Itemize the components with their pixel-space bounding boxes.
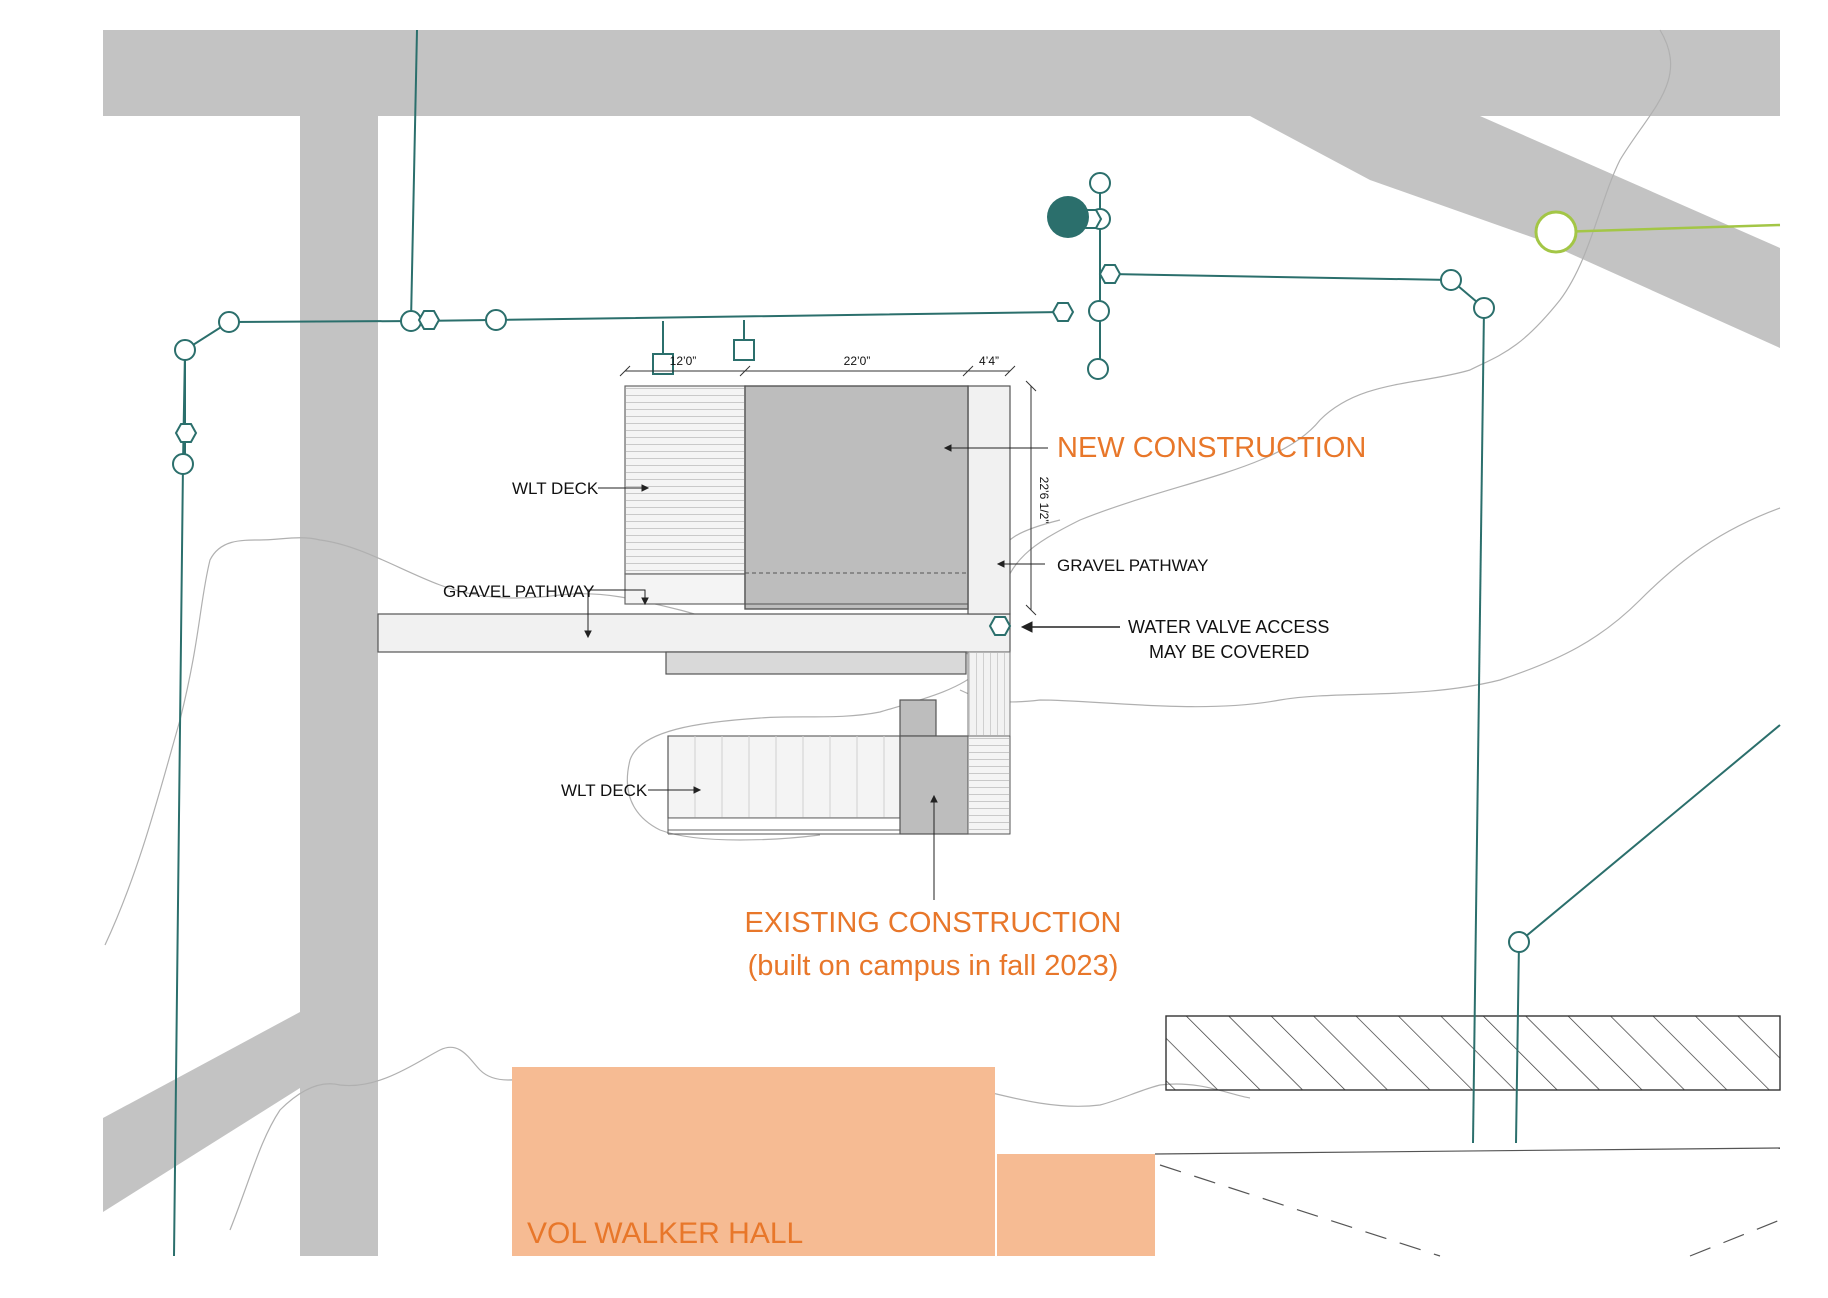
arrowhead [930,794,938,803]
gravel-pathway-vertical [967,385,1011,615]
utility-line [410,29,418,322]
manhole-node [1089,172,1111,194]
arrowhead [641,484,650,492]
arrowhead [996,560,1005,568]
dimension-tick [1025,604,1037,616]
site-edge-lines [1154,1147,1781,1257]
dimension-tick [1025,380,1037,392]
hall-main-block [512,1067,995,1256]
road-diagonal-top-right [1250,116,1780,348]
manhole-node [1087,358,1109,380]
manhole-node [1473,297,1495,319]
wlt-deck-lower-boards [694,736,885,818]
new-building [744,385,969,610]
pathway-strip [665,651,967,675]
manhole-node [1088,300,1110,322]
road-diagonal-bottom-left [103,1012,300,1212]
new-construction [624,385,969,610]
label-existing-construction: EXISTING CONSTRUCTION [744,907,1121,939]
leader-lines [584,444,1120,900]
utility-line [173,311,1065,1257]
utility-line [1109,273,1485,309]
gravel-pathways [377,385,1011,675]
water-valve-access-node [988,616,1012,636]
cleanout-node [733,339,755,361]
dimension-building-width: 22’0” [844,354,871,368]
utility-pole [1047,196,1089,238]
existing-deck-right-boards [969,737,1009,833]
site-edge-line [1154,1147,1781,1155]
arrowhead [641,597,649,606]
dimension-side-width: 4’4” [979,354,999,368]
valve-node [417,310,441,330]
utility-line [1472,307,1485,1144]
site-edge-line [1159,1164,1441,1257]
hall-label: VOL WALKER HALL [527,1217,803,1250]
valve-node [1098,264,1122,284]
contour-line [959,507,1781,708]
gravel-pathway-horizontal [377,613,1011,653]
wlt-deck-lower [667,735,901,819]
label-gravel-pathway-left: GRAVEL PATHWAY [443,582,594,601]
valve-node [1051,302,1075,322]
label-new-construction: NEW CONSTRUCTION [1057,432,1366,464]
manhole-node [172,453,194,475]
label-wlt-deck-upper: WLT DECK [512,479,599,498]
site-edge-line [1689,1219,1781,1257]
secondary-utility-node [1534,210,1578,254]
existing-construction [667,651,1011,835]
wlt-deck-upper-boards [626,387,744,573]
connector-walk-boards [969,653,1009,735]
manhole-node [1508,931,1530,953]
cleanout-node [652,353,674,375]
utility-line-secondary [1555,223,1781,234]
road-left-vertical [300,116,378,1256]
dimension-building-depth: 22’6 1/2” [1037,477,1051,524]
manhole-node [218,311,240,333]
arrowhead [584,630,592,639]
manhole-node [485,309,507,331]
label-water-valve-2: MAY BE COVERED [1149,642,1309,662]
dimension-tick [619,365,631,377]
dimension-tick [739,365,751,377]
roads [103,30,1780,1256]
road-top [103,30,1780,116]
manhole-node [400,310,422,332]
label-gravel-pathway-right: GRAVEL PATHWAY [1057,556,1208,575]
arrowhead [943,444,952,452]
utility-nodes [172,172,1530,953]
vol-walker-hall: VOL WALKER HALL [512,1067,1155,1256]
label-existing-construction-note: (built on campus in fall 2023) [748,950,1119,982]
dimension-tick [1004,365,1016,377]
label-wlt-deck-lower: WLT DECK [561,781,648,800]
valve-node [174,423,198,443]
hall-annex-block [997,1154,1155,1256]
arrowhead [693,786,702,794]
dimension-tick [962,365,974,377]
arrowhead [1020,621,1033,633]
contour-line [229,1046,541,1231]
manhole-node [174,339,196,361]
dimension-lines [619,365,1037,616]
deck-lower-bench [667,817,901,831]
existing-building-chimney [899,699,937,737]
label-water-valve-1: WATER VALVE ACCESS [1128,617,1329,637]
manhole-node [1440,269,1462,291]
dimension-deck-width: 12’0” [670,354,697,368]
